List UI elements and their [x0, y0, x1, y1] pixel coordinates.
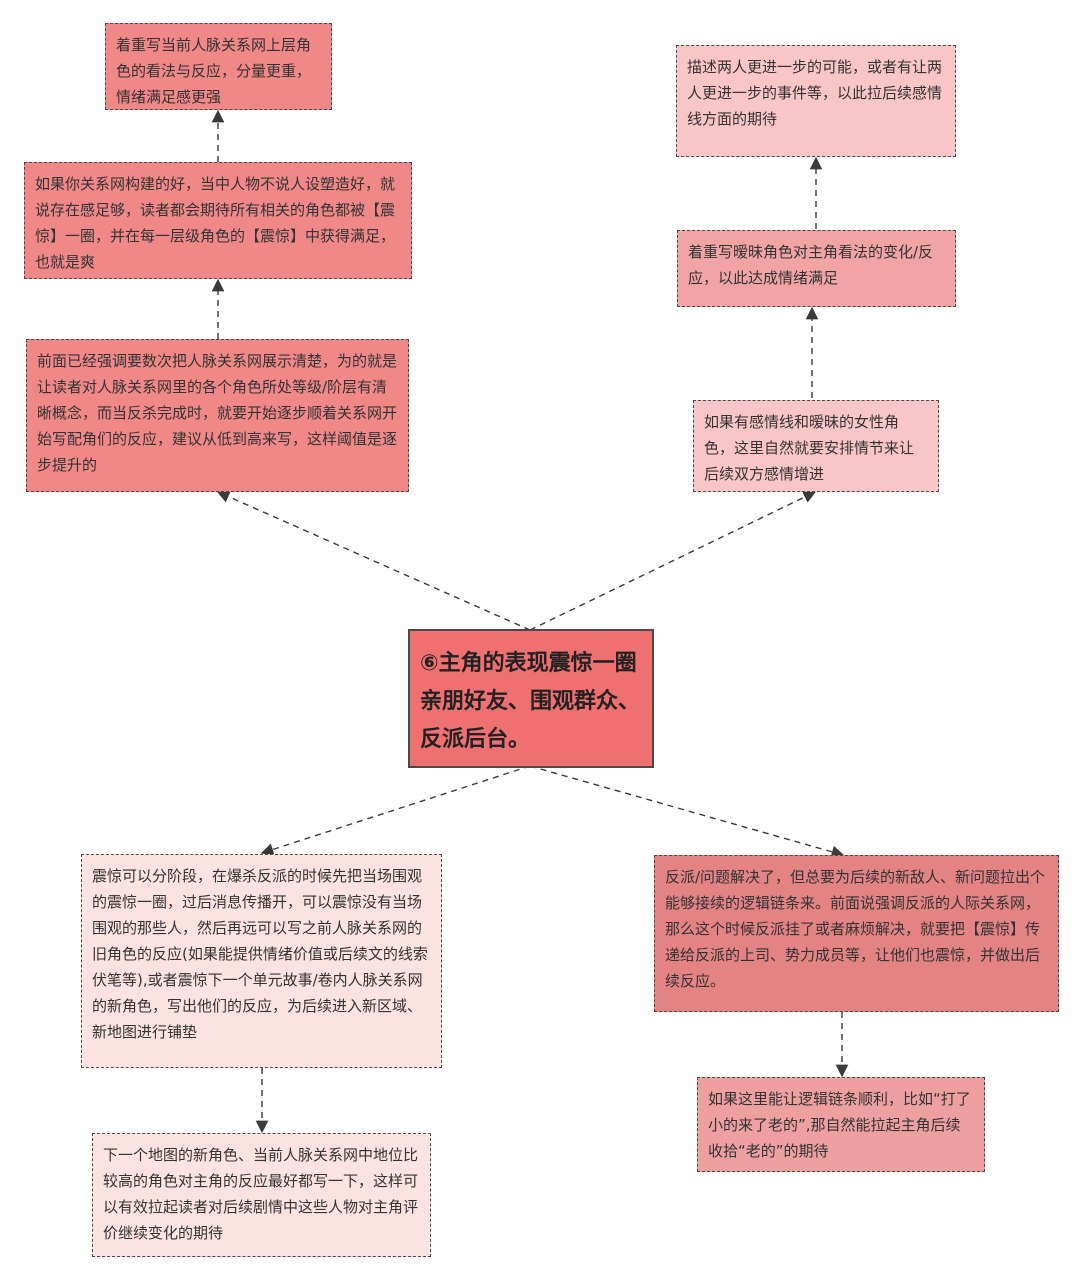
left-top-node-3: 着重写当前人脉关系网上层角色的看法与反应，分量更重，情绪满足感更强 [105, 23, 332, 110]
left-bottom-node-2: 下一个地图的新角色、当前人脉关系网中地位比较高的角色对主角的反应最好都写一下，这… [92, 1133, 431, 1257]
right-bottom-node-1: 反派/问题解决了，但总要为后续的新敌人、新问题拉出个能够接续的逻辑链条来。前面说… [654, 855, 1059, 1012]
right-bottom-node-2: 如果这里能让逻辑链条顺利，比如“打了小的来了老的”,那自然能拉起主角后续收拾“老… [697, 1077, 985, 1172]
left-bottom-node-1: 震惊可以分阶段，在爆杀反派的时候先把当场围观的震惊一圈，过后消息传播开，可以震惊… [81, 854, 442, 1068]
right-top-node-3: 描述两人更进一步的可能，或者有让两人更进一步的事件等，以此拉后续感情线方面的期待 [676, 45, 956, 157]
edge-center-to-right-top [529, 491, 817, 631]
edge-center-to-left-top [216, 490, 531, 631]
right-top-node-2: 着重写暧昧角色对主角看法的变化/反应，以此达成情绪满足 [677, 230, 956, 307]
right-top-node-1: 如果有感情线和暧昧的女性角色，这里自然就要安排情节来让后续双方感情增进 [693, 400, 939, 492]
edge-center-to-left-bottom [260, 765, 531, 856]
left-top-node-1: 前面已经强调要数次把人脉关系网展示清楚，为的就是让读者对人脉关系网里的各个角色所… [26, 339, 409, 492]
edge-center-to-right-bottom [529, 765, 845, 858]
left-top-node-2: 如果你关系网构建的好，当中人物不说人设塑造好，就说存在感足够，读者都会期待所有相… [24, 162, 412, 279]
center-topic-node: ⑥主角的表现震惊一圈亲朋好友、围观群众、反派后台。 [408, 629, 654, 768]
